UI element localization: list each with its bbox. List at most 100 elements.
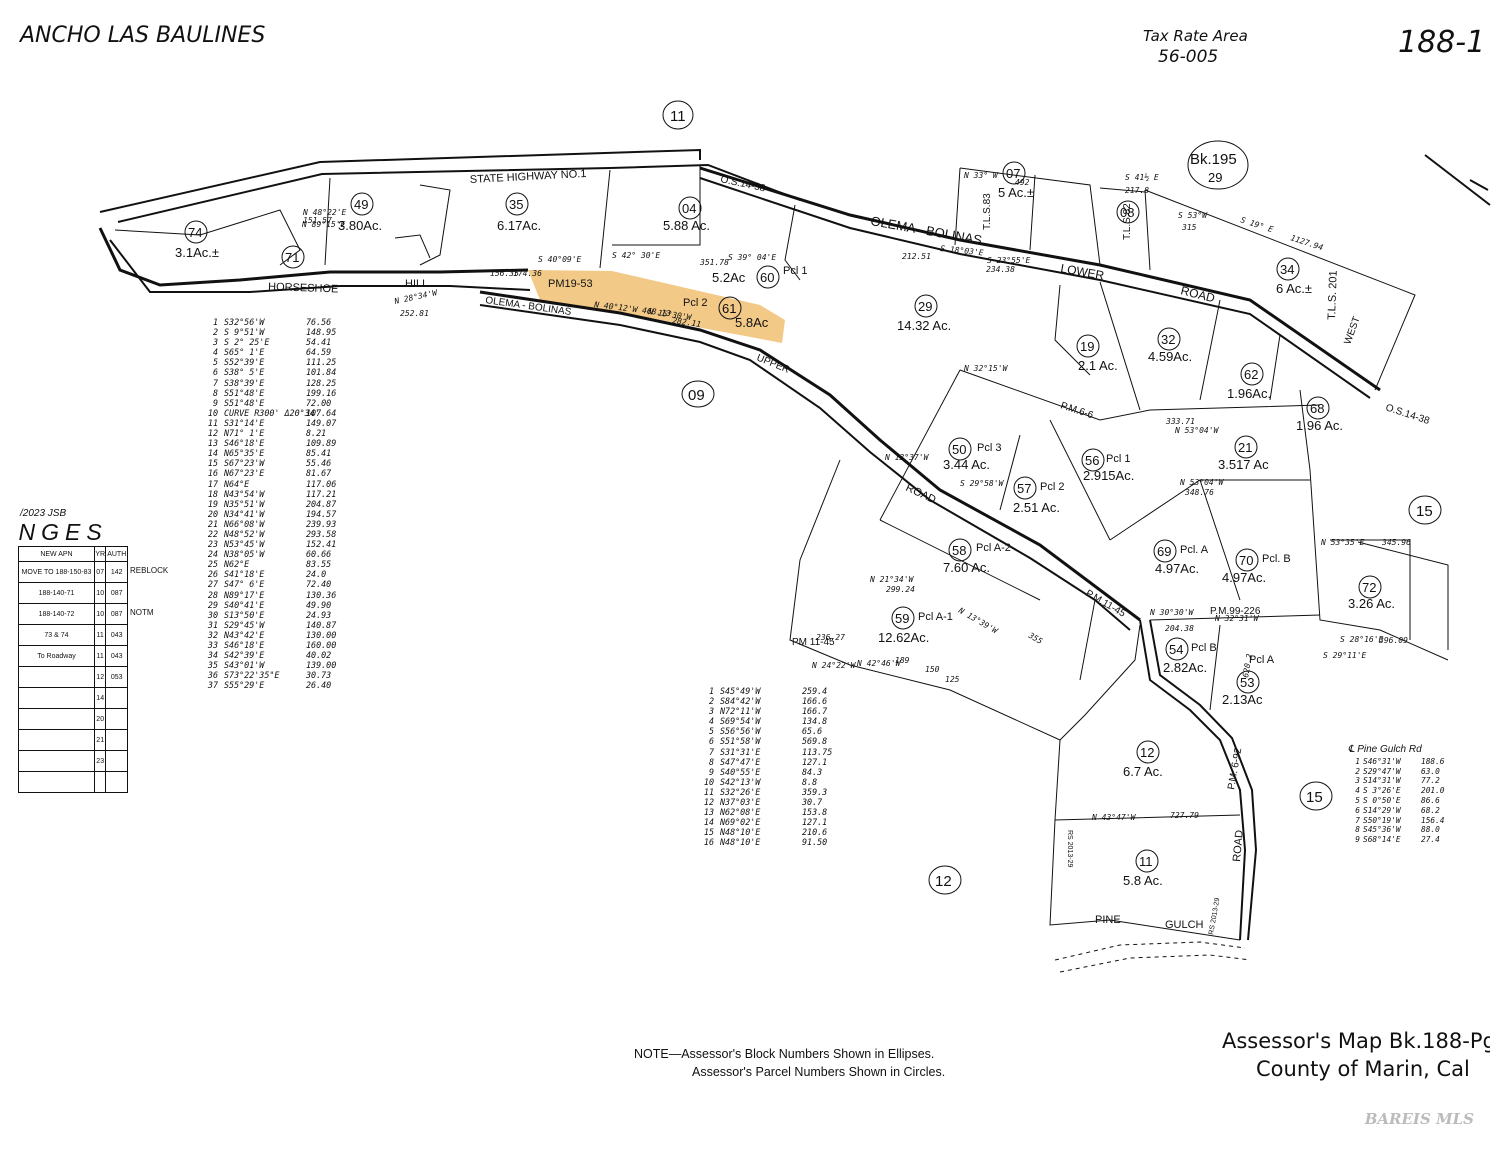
road-label-rs201329-b: RS 2013-29 — [1208, 897, 1221, 935]
bearing-cell: 76.56 — [306, 317, 332, 327]
change-cell-apn: 188-140-71 — [18, 582, 95, 604]
dimension-label: 396.09 — [1378, 636, 1408, 645]
parcel-circle-69[interactable] — [1153, 539, 1177, 563]
pine-gulch-road-west — [1139, 619, 1247, 941]
bearing-cell: N62°08'E — [720, 807, 761, 818]
change-cell-apn: 73 & 74 — [18, 624, 95, 646]
dimension-label: 212.51 — [902, 252, 931, 261]
parcel-area-68: 1.96 Ac. — [1296, 418, 1343, 433]
bearing-cell: 72.40 — [306, 579, 332, 590]
bearing-cell: 6 — [1355, 805, 1360, 815]
dimension-label: N 42°46'W — [856, 659, 902, 668]
bearing-cell: S29°45'W — [224, 619, 265, 630]
parcel-number-56: 56 — [1085, 453, 1099, 468]
footer-line-2: County of Marin, Cal — [1256, 1057, 1470, 1081]
parcel-circle-12[interactable] — [1136, 740, 1160, 764]
bearing-cell: 149.07 — [306, 417, 337, 428]
parcel-area-74: 3.1Ac.± — [175, 245, 219, 260]
parcel-circle-54[interactable] — [1165, 637, 1189, 661]
parcel-circle-58[interactable] — [948, 538, 972, 562]
bearing-cell: 10 — [703, 776, 714, 787]
footer-line-1: Assessor's Map Bk.188-Pg — [1222, 1029, 1490, 1053]
bearing-cell: S56°56'W — [720, 726, 761, 737]
parcel-circle-68[interactable] — [1306, 396, 1330, 420]
bearing-cell: 33 — [207, 640, 218, 650]
parcel-circle-53[interactable] — [1236, 670, 1260, 694]
parcel-circle-72[interactable] — [1358, 575, 1382, 599]
dimension-label: N 53°35'E — [1320, 538, 1365, 547]
parcel-circle-50[interactable] — [948, 437, 972, 461]
bearing-cell: 152.41 — [306, 539, 337, 550]
parcel-circle-71[interactable] — [281, 245, 305, 269]
dimension-label: 620.2 — [1241, 653, 1254, 678]
bearing-cell: N67°23'E — [224, 468, 265, 479]
parcel-circle-56[interactable] — [1081, 448, 1105, 472]
bearing-cell: S42°13'W — [720, 776, 761, 787]
parcel-circle-11[interactable] — [1135, 849, 1159, 873]
parcel-circle-60[interactable] — [756, 265, 780, 289]
road-label-tls83: T.L.S.83 — [982, 193, 993, 230]
bearing-cell: 63.0 — [1421, 766, 1440, 776]
parcel-circle-04[interactable] — [678, 196, 702, 220]
dimension-label: 234.38 — [986, 265, 1015, 274]
change-row: 23 — [18, 750, 128, 772]
bearing-cell: S51°48'E — [224, 387, 265, 398]
parcel-circle-29[interactable] — [914, 294, 938, 318]
parcel-number-34: 34 — [1280, 262, 1294, 277]
tax-rate-value: 56-005 — [1158, 47, 1218, 67]
parcel-number-49: 49 — [354, 197, 368, 212]
parcel-circle-59[interactable] — [891, 606, 915, 630]
bearing-cell: 127.1 — [802, 756, 828, 767]
bearing-cell: 13 — [703, 807, 714, 818]
parcel-circle-70[interactable] — [1235, 548, 1259, 572]
parcel-number-04: 04 — [682, 201, 696, 216]
dimension-label: N 28°34'W — [393, 288, 439, 306]
change-cell-auth — [105, 708, 128, 730]
block-ellipses: 11 09 15 15 12 Bk.195 29 — [662, 100, 1442, 895]
change-cell-auth: 053 — [105, 666, 128, 688]
bearing-cell: 128.25 — [306, 377, 337, 388]
road-label-tls82: T.L.S.82 — [1122, 203, 1133, 240]
bearing-cell: 1 — [708, 686, 714, 696]
bearing-cell: 1 — [1355, 756, 1360, 766]
parcel-circle-57[interactable] — [1013, 476, 1037, 500]
dimension-label: N 32°31'W — [1214, 614, 1260, 623]
parcel-circle-74[interactable] — [184, 220, 208, 244]
change-cell-yr: 11 — [93, 645, 107, 667]
parcel-circle-21[interactable] — [1234, 435, 1258, 459]
parcel-circle-61[interactable] — [718, 296, 742, 320]
change-cell-yr — [93, 771, 107, 793]
highlighted-parcel-61[interactable] — [528, 270, 785, 343]
change-cell-auth — [105, 687, 128, 709]
parcel-circle-07[interactable] — [1002, 161, 1026, 185]
bearing-cell: 107.64 — [306, 407, 337, 418]
dimension-label: 156.35 — [490, 269, 519, 278]
parcel-circle-19[interactable] — [1076, 334, 1100, 358]
parcel-circle-62[interactable] — [1240, 362, 1264, 386]
parcel-circle-32[interactable] — [1157, 327, 1181, 351]
dimension-label: 217.8 — [1125, 186, 1149, 195]
bearing-cell: N89°17'E — [224, 589, 265, 600]
parcel-circle-35[interactable] — [505, 192, 529, 216]
bearing-cell: 27.4 — [1421, 835, 1440, 845]
parcel-circle-49[interactable] — [350, 192, 374, 216]
book-page-number: 188-1 — [1398, 25, 1485, 60]
bearing-cell: S 9°51'W — [224, 327, 265, 338]
parcel-circle-34[interactable] — [1276, 257, 1300, 281]
change-cell-yr: 23 — [93, 750, 107, 772]
parcel-circle-08[interactable] — [1116, 200, 1140, 224]
